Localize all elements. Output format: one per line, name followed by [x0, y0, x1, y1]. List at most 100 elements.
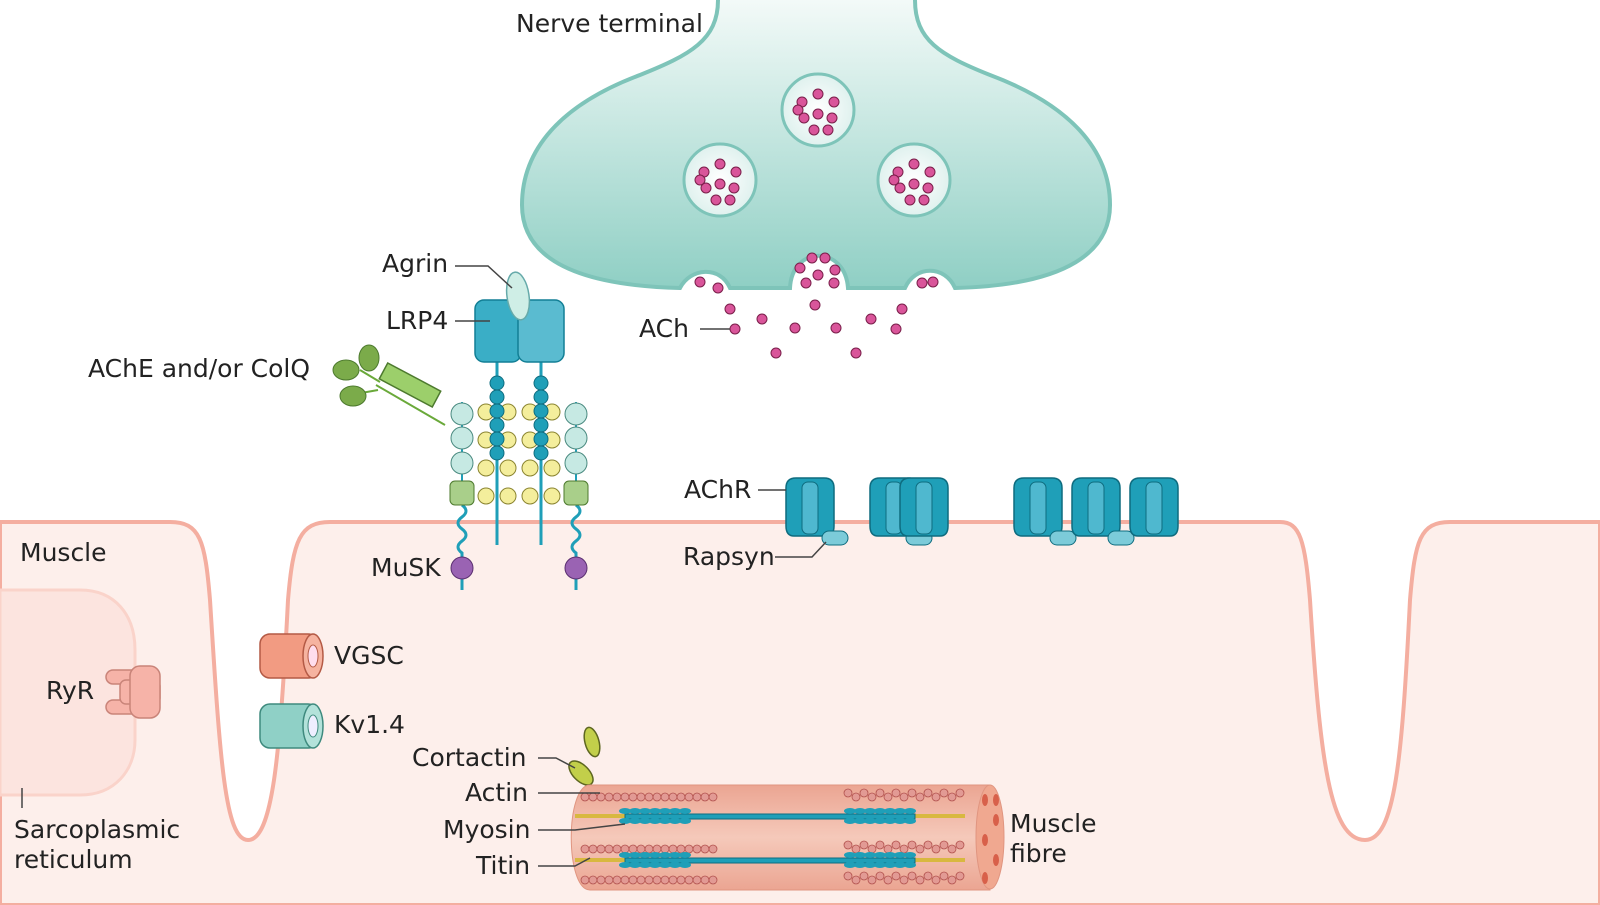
ach-molecule: [819, 252, 831, 264]
label-titin: Titin: [475, 851, 530, 880]
ach-dot: [714, 178, 726, 190]
myosin-head: [619, 862, 631, 868]
muscle-membrane: [0, 520, 1600, 905]
myosin-head: [884, 818, 896, 824]
lrp4-icon: [474, 299, 565, 545]
myosin-head: [844, 808, 856, 814]
myosin-head: [669, 852, 681, 858]
actin-bead: [644, 875, 654, 885]
myosin-head: [904, 862, 916, 868]
actin-bead: [652, 792, 662, 802]
label-ach: ACh: [639, 314, 689, 343]
actin-bead: [883, 875, 893, 885]
myosin-head: [659, 808, 671, 814]
myosin-head: [904, 818, 916, 824]
actin-bead: [939, 840, 949, 850]
actin-bead: [891, 788, 901, 798]
actin-bead: [867, 844, 877, 854]
actin-bead: [891, 871, 901, 881]
actin-bead: [692, 844, 702, 854]
ach-dot: [798, 112, 810, 124]
ach-molecule: [809, 299, 821, 311]
myosin-head: [884, 808, 896, 814]
myosin-filament: [624, 857, 916, 864]
myosin-head: [619, 808, 631, 814]
actin-bead: [859, 840, 869, 850]
myosin-head: [639, 808, 651, 814]
musk-cysteine-domain: [563, 480, 589, 506]
actin-bead: [875, 788, 885, 798]
actin-bead: [907, 788, 917, 798]
lrp4-bead: [533, 417, 549, 433]
ach-dot: [714, 158, 726, 170]
ach-dot: [826, 112, 838, 124]
lrp4-domain: [499, 459, 517, 477]
actin-bead: [708, 844, 718, 854]
ach-dot: [724, 194, 736, 206]
myosin-head: [844, 818, 856, 824]
myosin-head: [679, 862, 691, 868]
myosin-head: [854, 808, 866, 814]
actin-bead: [955, 871, 965, 881]
ach-molecule: [865, 313, 877, 325]
musk-transmembrane: [570, 503, 582, 590]
label-reticulum: reticulum: [14, 845, 133, 874]
ach-molecule: [794, 262, 806, 274]
musk-ig-domain: [450, 426, 474, 450]
ach-dot: [812, 88, 824, 100]
lrp4-domain: [477, 487, 495, 505]
actin-bead: [684, 844, 694, 854]
actin-bead: [668, 844, 678, 854]
ach-dot: [808, 124, 820, 136]
actin-bead: [899, 792, 909, 802]
ach-dot: [904, 194, 916, 206]
ach-dot: [694, 174, 706, 186]
actin-bead: [628, 875, 638, 885]
myosin-head: [874, 862, 886, 868]
label-agrin: Agrin: [382, 249, 448, 278]
lrp4-domain: [543, 487, 561, 505]
actin-bead: [907, 840, 917, 850]
lrp4-bead: [533, 403, 549, 419]
actin-bead: [596, 844, 606, 854]
myosin-head: [904, 808, 916, 814]
myosin-head: [874, 808, 886, 814]
ryr-icon: [105, 665, 161, 719]
muscle-fibre: [570, 784, 1005, 891]
actin-bead: [580, 875, 590, 885]
myosin-head: [629, 862, 641, 868]
actin-bead: [676, 875, 686, 885]
actin-bead: [660, 875, 670, 885]
ach-dot: [822, 124, 834, 136]
myosin-head: [864, 808, 876, 814]
lrp4-domain: [521, 459, 539, 477]
rapsyn-icon: [1107, 530, 1135, 546]
lrp4-domain: [477, 459, 495, 477]
actin-bead: [596, 875, 606, 885]
actin-bead: [628, 844, 638, 854]
ach-dot: [710, 194, 722, 206]
label-ryr: RyR: [46, 676, 94, 705]
myosin-head: [649, 862, 661, 868]
myosin-head: [659, 852, 671, 858]
ach-dot: [924, 166, 936, 178]
ach-molecule: [927, 276, 939, 288]
rapsyn-icon: [821, 530, 849, 546]
ach-molecules: [694, 252, 939, 359]
lrp4-bead: [533, 445, 549, 461]
vgsc-icon: [259, 633, 324, 679]
actin-bead: [923, 871, 933, 881]
ach-dot: [922, 182, 934, 194]
myosin-head: [639, 852, 651, 858]
actin-bead: [923, 840, 933, 850]
actin-bead: [676, 844, 686, 854]
ach-dot: [828, 96, 840, 108]
actin-bead: [652, 875, 662, 885]
label-ache-colq: AChE and/or ColQ: [88, 354, 310, 383]
label-actin: Actin: [465, 778, 528, 807]
kv14-icon: [259, 703, 324, 749]
actin-bead: [660, 792, 670, 802]
achr-subunit: [915, 481, 933, 535]
achr-clusters: [785, 477, 1179, 546]
label-rapsyn: Rapsyn: [683, 542, 775, 571]
